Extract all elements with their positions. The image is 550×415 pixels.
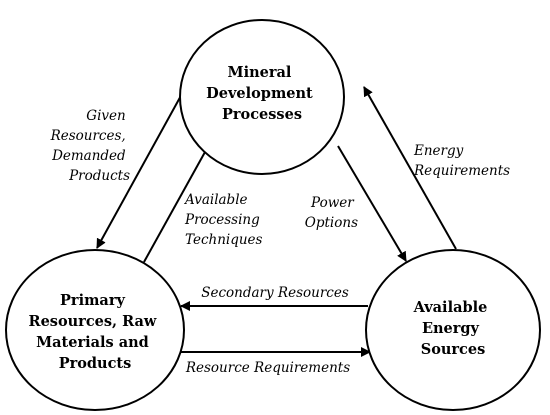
label-given-resources: Given Resources, Demanded Products bbox=[50, 108, 131, 184]
node-primary-line-1: Primary bbox=[60, 292, 125, 309]
node-energy-line-1: Available bbox=[413, 299, 488, 316]
label-secondary-resources: Secondary Resources bbox=[201, 285, 349, 301]
label-given-resources-line-2: Resources, bbox=[50, 128, 126, 144]
label-available-processing-line-1: Available bbox=[183, 192, 248, 208]
node-mineral-development: Mineral Development Processes bbox=[179, 19, 345, 175]
label-power-options-line-1: Power bbox=[310, 195, 355, 211]
svg-text:Primary Resources, Raw: Primary Resources, Raw Materials and Pro… bbox=[29, 292, 162, 372]
label-given-resources-line-4: Products bbox=[68, 168, 130, 184]
label-secondary-resources-line-1: Secondary Resources bbox=[201, 285, 349, 301]
svg-text:Mineral Development: Mineral Development Processes bbox=[206, 64, 318, 123]
node-available-energy: Available Energy Sources bbox=[365, 249, 541, 411]
label-given-resources-line-3: Demanded bbox=[51, 148, 126, 164]
node-energy-line-2: Energy bbox=[422, 320, 480, 337]
label-power-options-line-2: Options bbox=[305, 215, 358, 231]
node-primary-line-4: Products bbox=[59, 355, 132, 372]
node-primary-line-3: Materials and bbox=[36, 334, 149, 351]
node-mineral-line-3: Processes bbox=[222, 106, 302, 123]
node-primary-resources: Primary Resources, Raw Materials and Pro… bbox=[5, 249, 185, 411]
label-energy-requirements: Energy Requirements bbox=[413, 143, 510, 179]
edge-mineral-to-energy bbox=[337, 145, 407, 262]
label-available-processing-line-2: Processing bbox=[184, 212, 260, 228]
label-resource-requirements: Resource Requirements bbox=[185, 360, 350, 376]
label-resource-requirements-line-1: Resource Requirements bbox=[185, 360, 350, 376]
label-energy-requirements-line-2: Requirements bbox=[413, 163, 510, 179]
node-mineral-line-2: Development bbox=[206, 85, 313, 102]
svg-text:Available Energy S: Available Energy Sources bbox=[413, 299, 493, 358]
label-energy-requirements-line-1: Energy bbox=[413, 143, 464, 159]
edge-mineral-to-primary bbox=[96, 91, 184, 249]
edge-energy-to-mineral bbox=[363, 86, 457, 250]
label-power-options: Power Options bbox=[305, 195, 358, 231]
node-mineral-line-1: Mineral bbox=[228, 64, 292, 81]
label-available-processing-line-3: Techniques bbox=[185, 232, 263, 248]
label-available-processing: Available Processing Techniques bbox=[183, 192, 264, 248]
node-primary-line-2: Resources, Raw bbox=[29, 313, 157, 330]
edge-primary-to-mineral bbox=[143, 142, 211, 263]
label-given-resources-line-1: Given bbox=[86, 108, 125, 124]
node-energy-line-3: Sources bbox=[421, 341, 486, 358]
